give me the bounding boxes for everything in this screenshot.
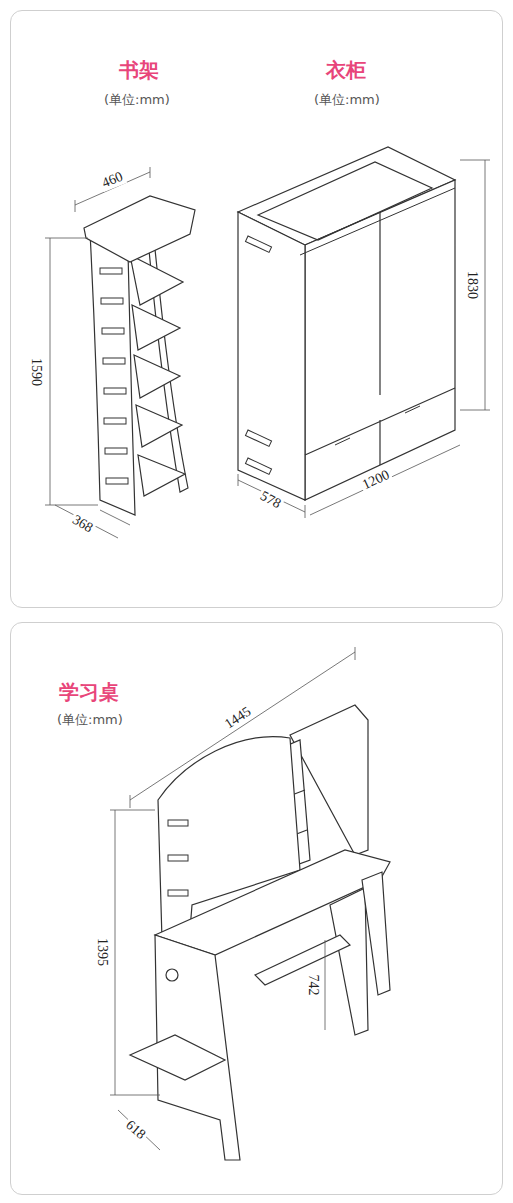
unit-note: (单位:mm) [57,711,123,729]
dimension-label: 460 [97,168,126,192]
unit-note: (单位:mm) [104,91,170,109]
dimension-label: 578 [255,487,285,513]
dimension-label: 1590 [28,356,44,388]
dimension-label: 368 [67,511,97,537]
section-heading: 衣柜 [326,57,366,84]
panel: 学习桌 (单位:mm) [10,622,503,1195]
dimension-label: 618 [120,1116,149,1144]
wardrobe [238,147,490,518]
bookshelf [45,167,195,538]
section-heading: 学习桌 [59,679,119,706]
dimension-label: 1395 [94,936,110,968]
section-heading: 书架 [119,57,159,84]
study-desk [110,647,390,1160]
dimension-label: 742 [304,973,320,998]
dimension-label: 1830 [464,269,480,301]
unit-note: (单位:mm) [314,91,380,109]
